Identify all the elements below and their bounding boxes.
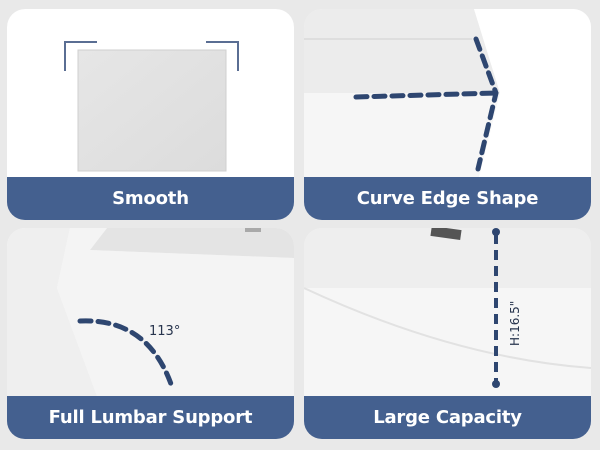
panel-curve-edge: Curve Edge Shape: [304, 9, 591, 220]
panel-lumbar: 113° Full Lumbar Support: [7, 228, 294, 439]
panel-label: Smooth: [7, 177, 294, 220]
smooth-surface-illustration: [7, 9, 294, 177]
lumbar-angle-illustration: [7, 228, 294, 396]
panel-label: Curve Edge Shape: [304, 177, 591, 220]
panel-label: Full Lumbar Support: [7, 396, 294, 439]
angle-annotation: 113°: [149, 324, 181, 339]
panel-capacity: Large Capacity: [304, 228, 591, 439]
capacity-height-illustration: [304, 228, 591, 396]
curve-edge-illustration: [304, 9, 591, 177]
height-annotation: H:16.5": [508, 300, 522, 346]
panel-smooth: Smooth: [7, 9, 294, 220]
panel-label: Large Capacity: [304, 396, 591, 439]
